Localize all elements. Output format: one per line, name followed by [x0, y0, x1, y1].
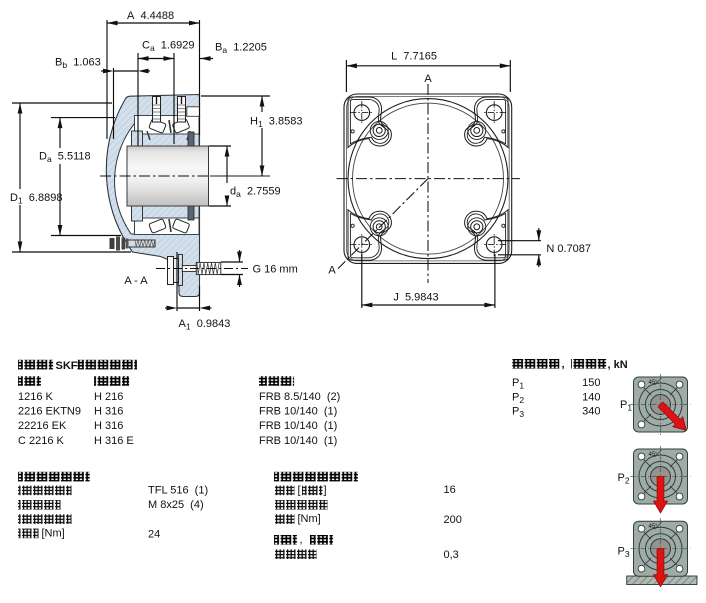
svg-text:A: A — [424, 73, 432, 85]
svg-text:,: , — [300, 534, 303, 546]
svg-text:C 2216 K: C 2216 K — [18, 435, 65, 447]
svg-text:P3: P3 — [512, 406, 524, 420]
svg-text:16: 16 — [444, 484, 456, 496]
svg-text:da 2.7559: da 2.7559 — [230, 186, 281, 200]
svg-text:45°: 45° — [649, 380, 659, 386]
svg-text:45°: 45° — [649, 452, 659, 458]
svg-text:H 216: H 216 — [94, 391, 123, 403]
svg-text:H1 3.8583: H1 3.8583 — [250, 116, 302, 130]
svg-text:,: , — [562, 359, 565, 371]
svg-text:H 316: H 316 — [94, 420, 123, 432]
svg-text:H 316: H 316 — [94, 406, 123, 418]
svg-text:0,3: 0,3 — [444, 549, 459, 561]
svg-text:Da 5.5118: Da 5.5118 — [39, 151, 91, 165]
svg-text:FRB 10/140 (1): FRB 10/140 (1) — [259, 420, 337, 432]
svg-text:A 4.4488: A 4.4488 — [127, 10, 174, 22]
svg-text:, kN: , kN — [608, 359, 628, 371]
svg-text:SKF: SKF — [56, 360, 78, 372]
svg-text:J 5.9843: J 5.9843 — [393, 292, 438, 304]
svg-text:TFL 516 (1): TFL 516 (1) — [148, 484, 208, 496]
svg-text:FRB 10/140 (1): FRB 10/140 (1) — [259, 406, 337, 418]
svg-text:FRB 10/140 (1): FRB 10/140 (1) — [259, 435, 337, 447]
svg-text:P2: P2 — [618, 472, 630, 486]
svg-text:P2: P2 — [512, 391, 524, 405]
svg-text:A - A: A - A — [124, 275, 148, 287]
svg-text:H 316 E: H 316 E — [94, 435, 134, 447]
svg-text:P1: P1 — [620, 399, 632, 413]
svg-text:A1 0.9843: A1 0.9843 — [179, 318, 231, 332]
svg-text:]: ] — [324, 484, 327, 496]
svg-text:24: 24 — [148, 529, 160, 541]
svg-text:N 0.7087: N 0.7087 — [546, 243, 591, 255]
svg-text:1216 K: 1216 K — [18, 391, 54, 403]
svg-text:Bb 1.063: Bb 1.063 — [55, 57, 101, 71]
svg-text:340: 340 — [582, 406, 600, 418]
svg-text:M 8x25 (4): M 8x25 (4) — [148, 499, 204, 511]
svg-text:[Nm]: [Nm] — [42, 528, 65, 540]
svg-text:D1 6.8898: D1 6.8898 — [10, 192, 62, 206]
svg-text:[Nm]: [Nm] — [298, 513, 321, 525]
svg-text:L 7.7165: L 7.7165 — [391, 51, 437, 63]
svg-text:P1: P1 — [512, 377, 524, 391]
svg-text:P3: P3 — [618, 546, 630, 560]
svg-text:140: 140 — [582, 391, 600, 403]
svg-text:Ca 1.6929: Ca 1.6929 — [142, 40, 194, 54]
svg-text:A: A — [328, 265, 336, 277]
svg-text:Ba 1.2205: Ba 1.2205 — [215, 42, 267, 56]
svg-text:200: 200 — [444, 514, 462, 526]
svg-text:FRB 8.5/140 (2): FRB 8.5/140 (2) — [259, 391, 340, 403]
svg-text:22216 EK: 22216 EK — [18, 420, 67, 432]
svg-text:150: 150 — [582, 377, 600, 389]
svg-text:G 16 mm: G 16 mm — [253, 264, 298, 276]
svg-text:2216 EKTN9: 2216 EKTN9 — [18, 406, 81, 418]
svg-text:[: [ — [298, 484, 301, 496]
svg-text:45°: 45° — [649, 524, 659, 530]
